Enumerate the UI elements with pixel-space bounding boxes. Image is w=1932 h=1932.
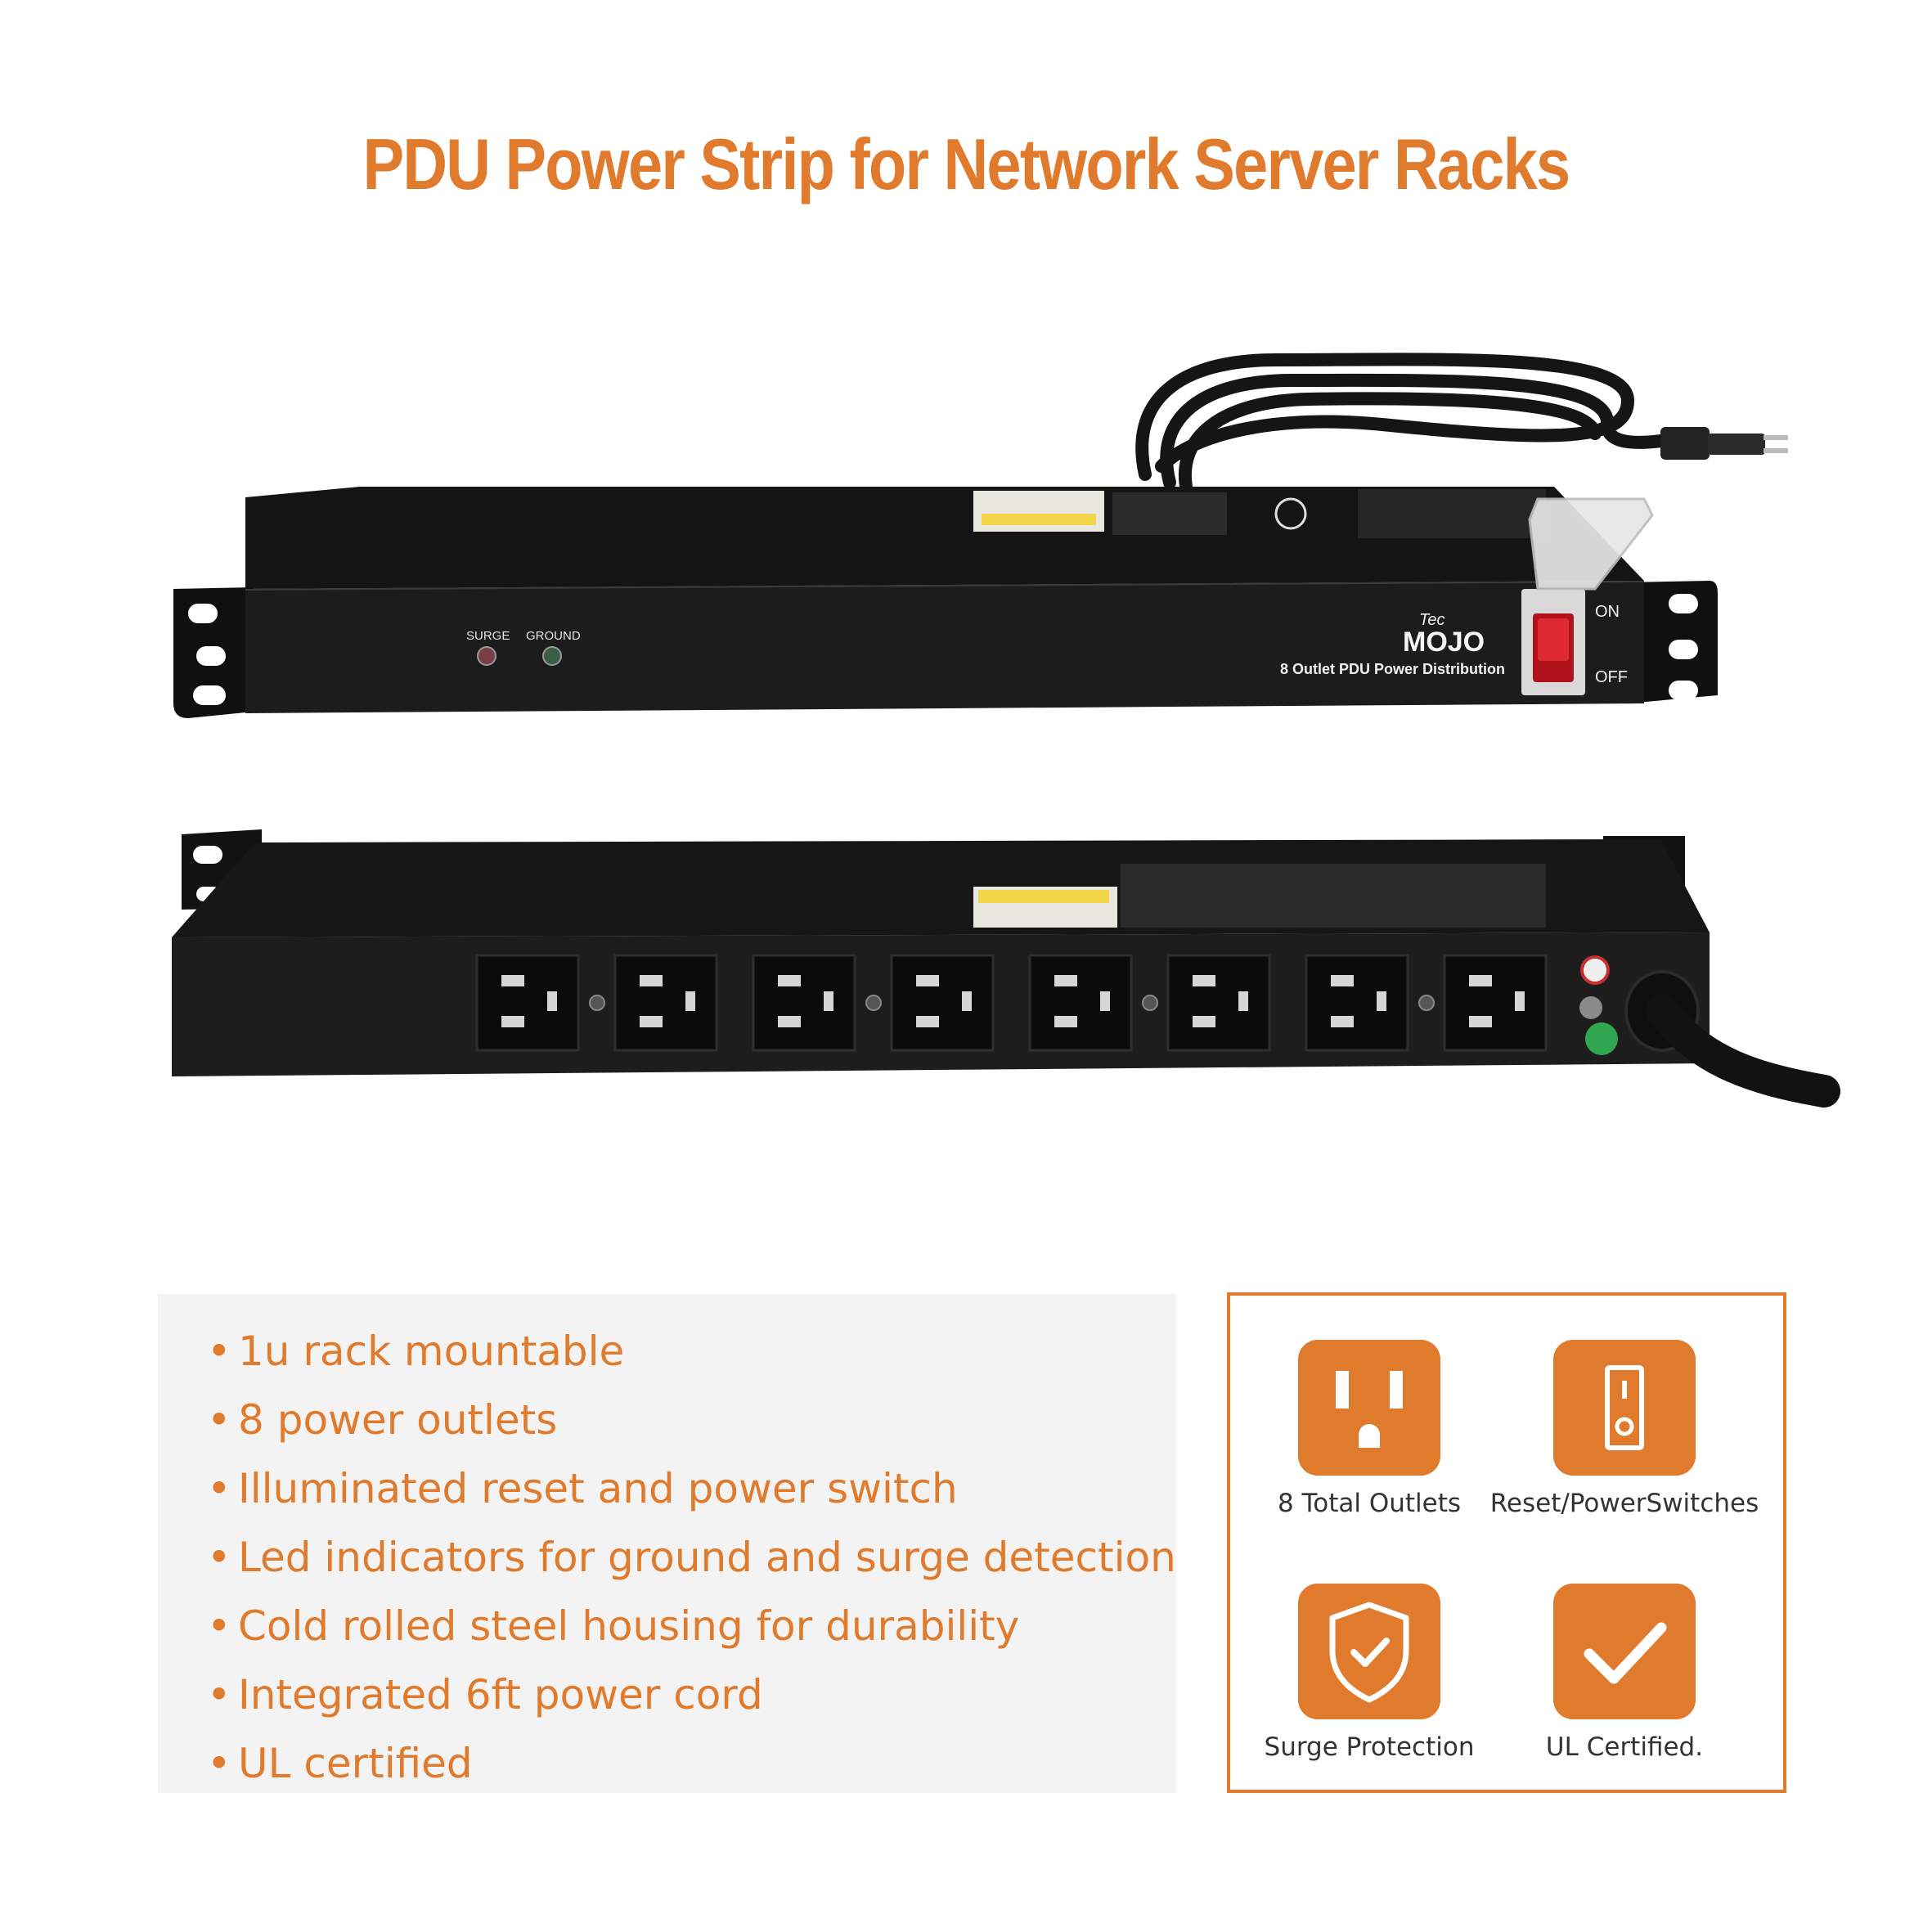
power-cord (1135, 353, 1675, 493)
features-list: •1u rack mountable •8 power outlets •Ill… (158, 1294, 1176, 1798)
chassis-top (245, 487, 1644, 589)
feature-text: Cold rolled steel housing for durability (238, 1602, 1020, 1650)
front-panel (245, 581, 1644, 713)
surge-indicator-label: SURGE (466, 629, 510, 643)
bullet: • (207, 1465, 231, 1512)
outlet (1443, 954, 1548, 1052)
spec-label (1112, 492, 1227, 535)
caution-label (1358, 489, 1546, 538)
feature-item: •Illuminated reset and power switch (207, 1454, 1176, 1523)
checkmark-icon (1553, 1584, 1696, 1719)
cord-exit (1624, 970, 1840, 1108)
outlet (1028, 954, 1133, 1052)
bullet: • (207, 1740, 231, 1787)
ground-label-icon (1585, 1022, 1618, 1055)
feature-text: Integrated 6ft power cord (238, 1671, 763, 1719)
surge-label: Surge Protection (1264, 1732, 1475, 1762)
outlets-feature: 8 Total Outlets (1230, 1340, 1508, 1518)
outlet (1305, 954, 1409, 1052)
pdu-front-view: SURGE GROUND Tec MOJO 8 Outlet PDU Power… (173, 353, 1788, 718)
power-switch[interactable] (1521, 589, 1585, 695)
brand-logo: MOJO (1403, 627, 1485, 658)
switch-icon (1553, 1340, 1696, 1476)
bullet: • (207, 1671, 231, 1719)
outlet (1166, 954, 1271, 1052)
reset-breaker-icon[interactable] (1580, 955, 1610, 985)
features-panel: •1u rack mountable •8 power outlets •Ill… (158, 1294, 1176, 1793)
rack-ear-right (1628, 581, 1718, 703)
ul-label: UL Certified. (1545, 1732, 1704, 1762)
bullet: • (207, 1602, 231, 1650)
caution-label-back (1121, 864, 1546, 928)
plug-icon (1660, 427, 1788, 460)
feature-text: Led indicators for ground and surge dete… (238, 1534, 1176, 1581)
ul-feature: UL Certified. (1485, 1584, 1764, 1762)
outlet (752, 954, 856, 1052)
outlets-label: 8 Total Outlets (1277, 1489, 1462, 1518)
feature-text: 8 power outlets (238, 1396, 558, 1444)
feature-icons-panel: 8 Total Outlets Reset/PowerSwitches Surg… (1227, 1292, 1786, 1793)
switch-feature: Reset/PowerSwitches (1485, 1340, 1764, 1518)
outlet (613, 954, 718, 1052)
rack-ear-left (173, 587, 254, 718)
ground-screw-icon (1579, 996, 1602, 1019)
surge-feature: Surge Protection (1230, 1584, 1508, 1762)
ground-indicator-label: GROUND (526, 629, 581, 643)
feature-item: •Led indicators for ground and surge det… (207, 1523, 1176, 1592)
outlet (475, 954, 580, 1052)
feature-text: 1u rack mountable (238, 1328, 625, 1375)
feature-text: Illuminated reset and power switch (238, 1465, 958, 1512)
switch-cover[interactable] (1528, 497, 1654, 591)
outlet (890, 954, 995, 1052)
shield-check-icon (1298, 1584, 1440, 1719)
bullet: • (207, 1396, 231, 1444)
ul-listed-mark-icon (1274, 497, 1307, 530)
outlet-row (475, 954, 1548, 1052)
model-label: 8 Outlet PDU Power Distribution (1280, 661, 1505, 677)
outlet-screws (589, 995, 1435, 1011)
feature-item: •8 power outlets (207, 1386, 1176, 1454)
page-title: PDU Power Strip for Network Server Racks (362, 124, 1570, 204)
bullet: • (207, 1534, 231, 1581)
feature-text: UL certified (238, 1740, 473, 1787)
bullet: • (207, 1328, 231, 1375)
switch-on-label: ON (1595, 603, 1620, 621)
feature-item: •UL certified (207, 1729, 1176, 1798)
feature-item: •1u rack mountable (207, 1317, 1176, 1386)
pdu-back-view (172, 829, 1840, 1108)
switch-label: Reset/PowerSwitches (1489, 1489, 1759, 1518)
warning-label (973, 491, 1104, 532)
brand-small: Tec (1419, 611, 1445, 629)
feature-item: •Cold rolled steel housing for durabilit… (207, 1592, 1176, 1660)
surge-led (477, 646, 496, 666)
feature-item: •Integrated 6ft power cord (207, 1660, 1176, 1729)
ground-led (542, 646, 562, 666)
switch-off-label: OFF (1595, 668, 1628, 686)
outlet-icon (1298, 1340, 1440, 1476)
